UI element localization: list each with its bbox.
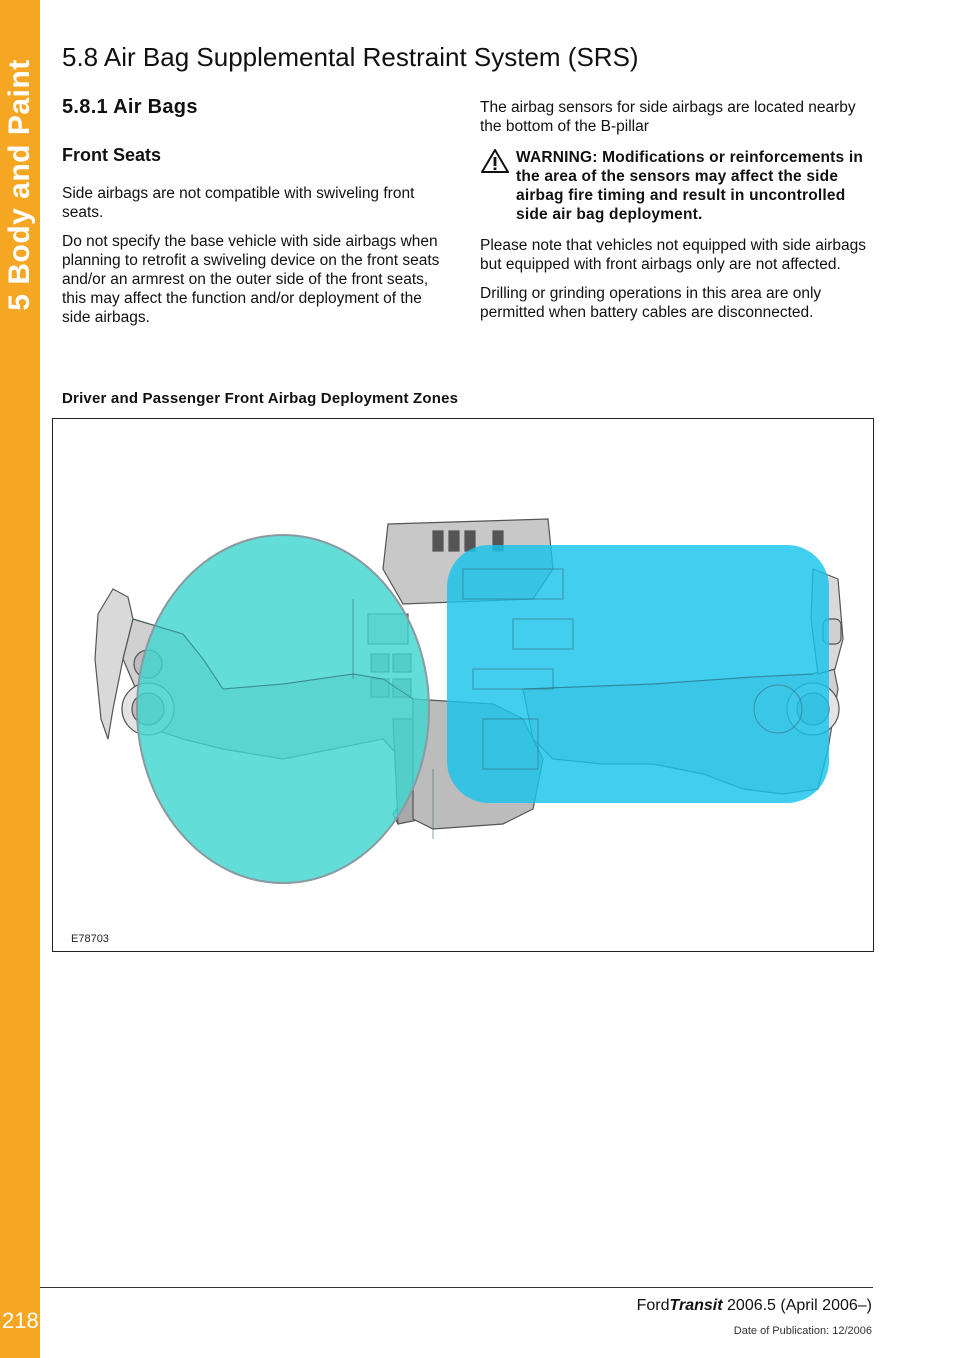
footer-model: Transit xyxy=(669,1297,723,1314)
chapter-label: 5 Body and Paint xyxy=(3,59,36,311)
paragraph: The airbag sensors for side airbags are … xyxy=(480,99,856,135)
front-seats-heading: Front Seats xyxy=(62,145,162,165)
footer-edition: 2006.5 (April 2006–) xyxy=(727,1297,872,1314)
warning-text: WARNING: Modifications or reinforcements… xyxy=(516,149,864,223)
subsection-title: 5.8.1 Air Bags xyxy=(62,96,198,118)
page-number: 218 xyxy=(2,1308,39,1333)
paragraph: Drilling or grinding operations in this … xyxy=(480,285,822,321)
paragraph: Please note that vehicles not equipped w… xyxy=(480,237,867,273)
paragraph: Do not specify the base vehicle with sid… xyxy=(62,233,440,326)
side-tab: 5 Body and Paint 218 xyxy=(0,0,40,1358)
right-column: The airbag sensors for side airbags are … xyxy=(480,98,870,332)
driver-airbag-zone xyxy=(136,534,430,884)
dashboard-illustration xyxy=(94,518,844,884)
figure-id: E78703 xyxy=(71,933,109,945)
figure-caption: Driver and Passenger Front Airbag Deploy… xyxy=(62,390,459,407)
warning-triangle-icon xyxy=(481,149,509,173)
publication-date: Date of Publication: 12/2006 xyxy=(733,1325,872,1337)
paragraph: Side airbags are not compatible with swi… xyxy=(62,185,415,221)
footer-brand: Ford xyxy=(636,1297,670,1314)
section-title: 5.8 Air Bag Supplemental Restraint Syste… xyxy=(62,42,639,72)
airbag-zones-figure: E78703 xyxy=(52,418,874,952)
passenger-airbag-zone xyxy=(447,545,829,803)
footer-title: FordTransit 2006.5 (April 2006–) xyxy=(637,1297,872,1315)
warning-block: WARNING: Modifications or reinforcements… xyxy=(480,148,870,224)
left-column: 5.8.1 Air Bags Front Seats Side airbags … xyxy=(62,96,452,337)
footer-divider xyxy=(40,1287,873,1288)
dashboard-overlay-lines xyxy=(132,568,814,839)
